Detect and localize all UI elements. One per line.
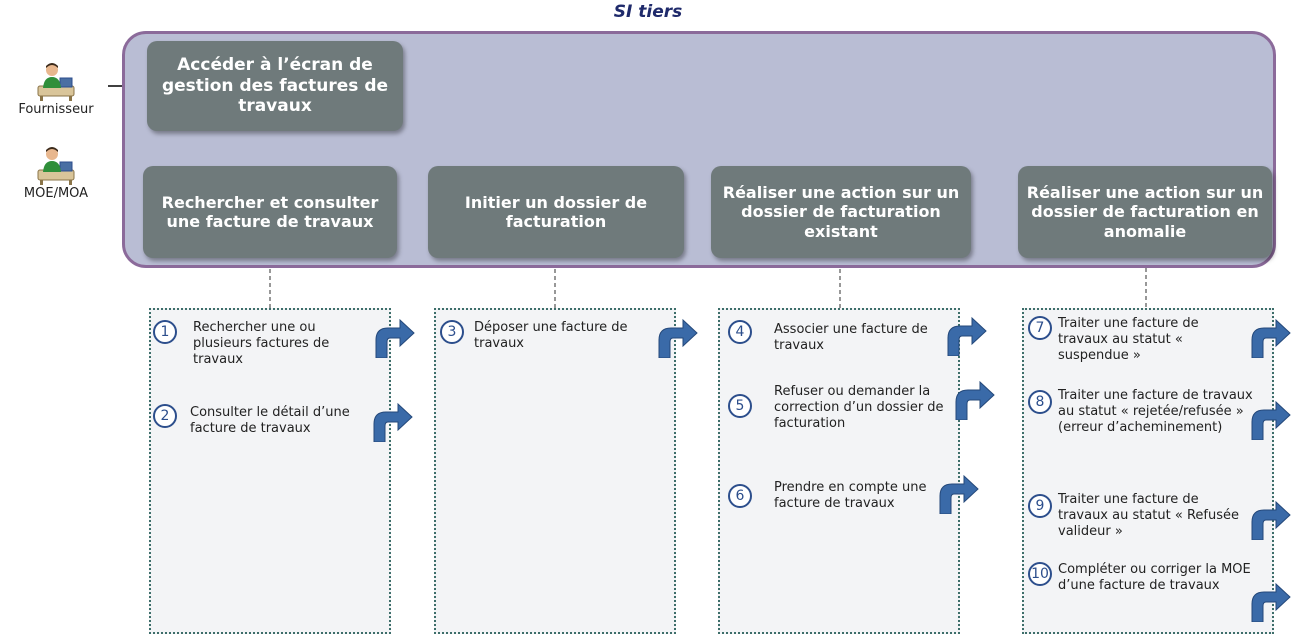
step-text: Déposer une facture de travaux bbox=[474, 320, 628, 351]
step-number: 6 bbox=[728, 484, 752, 508]
panel-1 bbox=[149, 308, 391, 634]
category-node-4: Réaliser une action sur un dossier de fa… bbox=[1018, 166, 1272, 258]
panel-3 bbox=[718, 308, 960, 634]
step-number: 8 bbox=[1028, 390, 1052, 414]
panel-2 bbox=[434, 308, 676, 634]
actor-moe-moa: MOE/MOA bbox=[8, 146, 104, 201]
step-number: 5 bbox=[728, 394, 752, 418]
diagram-title: SI tiers bbox=[613, 2, 683, 22]
root-node: Accéder à l’écran de gestion des facture… bbox=[147, 41, 403, 131]
step-number: 7 bbox=[1028, 316, 1052, 340]
person-at-desk-icon bbox=[37, 147, 75, 185]
step-text: Consulter le détail d’une facture de tra… bbox=[190, 405, 350, 436]
turn-right-arrow-icon bbox=[1251, 582, 1291, 622]
turn-right-arrow-icon bbox=[1251, 318, 1291, 358]
step-text: Traiter une facture de travaux au statut… bbox=[1058, 316, 1199, 363]
person-at-desk-icon bbox=[37, 63, 75, 101]
category-node-1: Rechercher et consulter une facture de t… bbox=[143, 166, 397, 258]
step-number: 9 bbox=[1028, 494, 1052, 518]
turn-right-arrow-icon bbox=[955, 380, 995, 420]
step-text: Rechercher une ou plusieurs factures de … bbox=[193, 320, 330, 367]
step-number: 10 bbox=[1028, 562, 1052, 586]
step-number: 3 bbox=[440, 320, 464, 344]
step-text: Associer une facture de travaux bbox=[774, 322, 928, 353]
step-text: Traiter une facture de travaux au statut… bbox=[1058, 492, 1239, 539]
turn-right-arrow-icon bbox=[939, 474, 979, 514]
turn-right-arrow-icon bbox=[947, 316, 987, 356]
turn-right-arrow-icon bbox=[658, 318, 698, 358]
step-number: 4 bbox=[728, 320, 752, 344]
step-number: 2 bbox=[153, 404, 177, 428]
turn-right-arrow-icon bbox=[1251, 500, 1291, 540]
turn-right-arrow-icon bbox=[375, 318, 415, 358]
actor-label-fournisseur: Fournisseur bbox=[18, 102, 94, 117]
step-number: 1 bbox=[153, 320, 177, 344]
category-node-2: Initier un dossier de facturation bbox=[428, 166, 684, 258]
step-text: Traiter une facture de travaux au statut… bbox=[1058, 388, 1253, 435]
turn-right-arrow-icon bbox=[373, 402, 413, 442]
actor-fournisseur: Fournisseur bbox=[8, 62, 104, 117]
category-node-3: Réaliser une action sur un dossier de fa… bbox=[711, 166, 971, 258]
step-text: Refuser ou demander la correction d’un d… bbox=[774, 384, 944, 431]
step-text: Prendre en compte une facture de travaux bbox=[774, 480, 927, 511]
actor-label-moe-moa: MOE/MOA bbox=[23, 186, 89, 201]
step-text: Compléter ou corriger la MOE d’une factu… bbox=[1058, 562, 1251, 593]
panel-4 bbox=[1022, 308, 1274, 634]
turn-right-arrow-icon bbox=[1251, 400, 1291, 440]
